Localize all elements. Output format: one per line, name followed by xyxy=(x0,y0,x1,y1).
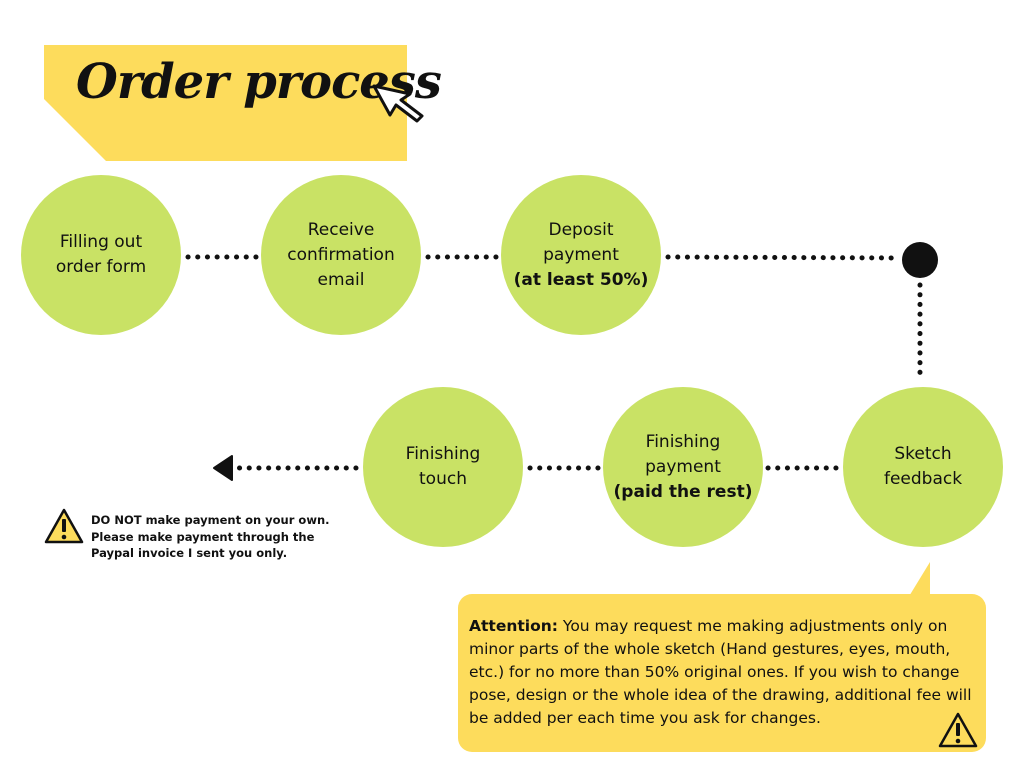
attention-body: You may request me making adjustments on… xyxy=(469,617,972,727)
warning-triangle-icon xyxy=(44,508,84,544)
mouse-cursor-icon xyxy=(372,84,424,123)
connector-step3-corner xyxy=(665,254,903,261)
dotted-connectors xyxy=(185,254,923,471)
arrow-left-icon xyxy=(213,455,233,481)
attention-text: Attention: You may request me making adj… xyxy=(469,615,979,730)
corner-node xyxy=(902,242,938,278)
attention-label: Attention: xyxy=(469,617,558,635)
title-banner xyxy=(44,45,407,161)
warning-triangle-icon xyxy=(938,712,978,748)
warning-text: DO NOT make payment on your own. Please … xyxy=(91,513,330,560)
attention-callout: Attention: You may request me making adj… xyxy=(458,594,986,752)
callout-tail xyxy=(908,562,930,598)
